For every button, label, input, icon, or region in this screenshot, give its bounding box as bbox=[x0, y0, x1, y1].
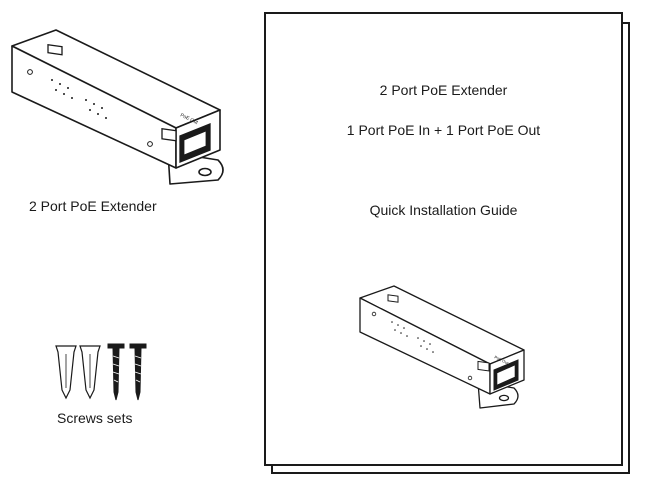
guide-heading: Quick Installation Guide bbox=[369, 202, 518, 218]
guide-booklet: 2 Port PoE Extender 1 Port PoE In + 1 Po… bbox=[264, 12, 623, 466]
extender-caption: 2 Port PoE Extender bbox=[29, 198, 157, 214]
screws-illustration bbox=[55, 343, 147, 401]
guide-subtitle: 1 Port PoE In + 1 Port PoE Out bbox=[346, 122, 541, 138]
guide-device-illustration: PoE Out bbox=[359, 285, 525, 409]
screws-caption: Screws sets bbox=[57, 410, 133, 426]
guide-title: 2 Port PoE Extender bbox=[379, 82, 508, 98]
poe-extender-illustration: PoE Out bbox=[11, 29, 224, 185]
guide-device-port-label: PoE Out bbox=[494, 354, 511, 366]
